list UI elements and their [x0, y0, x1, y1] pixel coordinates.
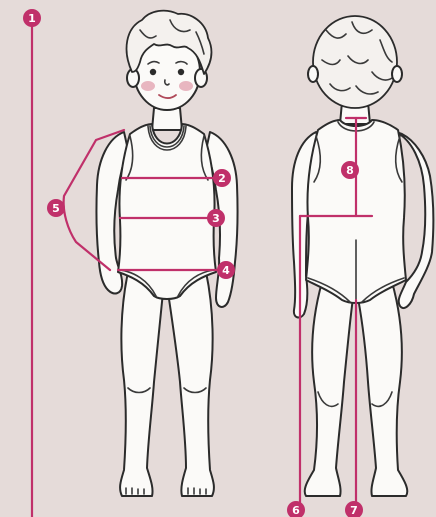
marker-2: 2 [213, 169, 231, 187]
front-right-cheek [179, 81, 193, 91]
svg-text:5: 5 [52, 202, 60, 215]
marker-6: 6 [287, 501, 305, 517]
front-right-leg [168, 272, 214, 496]
back-left-leg [305, 282, 353, 496]
front-left-cheek [141, 81, 155, 91]
front-left-eye [150, 69, 156, 75]
back-child-figure [292, 16, 433, 496]
svg-text:1: 1 [28, 12, 36, 25]
marker-3: 3 [207, 209, 225, 227]
svg-text:6: 6 [292, 504, 300, 517]
marker-4: 4 [217, 261, 235, 279]
marker-7: 7 [345, 501, 363, 517]
marker-8: 8 [341, 161, 359, 179]
back-right-leg [358, 282, 407, 496]
svg-text:3: 3 [212, 212, 220, 225]
back-right-ear [392, 66, 402, 82]
svg-text:4: 4 [222, 264, 230, 277]
front-right-eye [178, 69, 184, 75]
front-child-figure [96, 11, 237, 496]
back-left-ear [308, 66, 318, 82]
svg-text:7: 7 [350, 504, 358, 517]
svg-text:8: 8 [346, 164, 354, 177]
marker-1: 1 [23, 9, 41, 27]
marker-5: 5 [47, 199, 65, 217]
front-neck [152, 108, 182, 130]
svg-text:2: 2 [218, 172, 226, 185]
front-left-leg [120, 272, 163, 496]
